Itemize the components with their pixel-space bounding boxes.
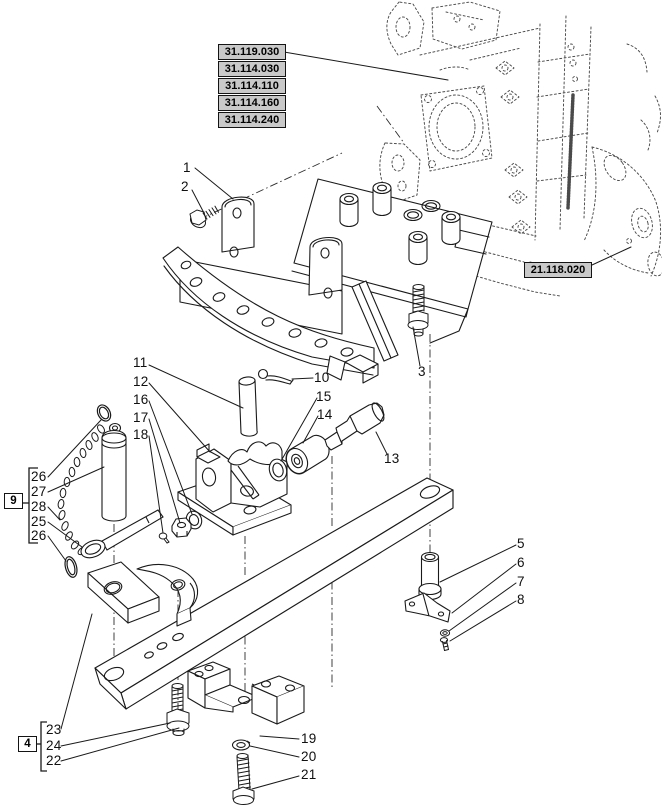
callout-24: 24 <box>46 738 62 753</box>
ref-box-31114160[interactable]: 31.114.160 <box>218 95 286 111</box>
part-14-bushing <box>285 434 330 475</box>
part-27-pin <box>101 422 127 522</box>
callout-21: 21 <box>301 767 317 782</box>
part-19-clamp-block <box>187 661 305 725</box>
part-12-hitch-bracket <box>177 441 292 536</box>
part-7-washer <box>439 629 451 637</box>
callout-26-top: 26 <box>31 469 47 484</box>
part-26-ring-bottom <box>64 556 78 578</box>
callout-2: 2 <box>181 179 189 194</box>
part-11-pin <box>238 376 258 437</box>
part-8-screw <box>439 637 449 651</box>
clevis-hitch <box>87 561 199 627</box>
part-18-screw <box>158 532 170 544</box>
callout-27: 27 <box>31 484 47 499</box>
callout-19: 19 <box>301 731 317 746</box>
ref-box-31114030[interactable]: 31.114.030 <box>218 61 286 77</box>
group-box-9[interactable]: 9 <box>4 493 23 509</box>
phantom-transmission-housing <box>379 1 662 297</box>
drawbar <box>94 477 454 710</box>
ref-box-31114240[interactable]: 31.114.240 <box>218 112 286 128</box>
callout-12: 12 <box>133 374 149 389</box>
part-1-support-bracket <box>162 178 493 384</box>
callout-5: 5 <box>517 536 525 551</box>
part-26-ring-top <box>96 404 112 422</box>
part-13-pin <box>324 402 385 451</box>
callout-11: 11 <box>133 355 148 370</box>
callout-22: 22 <box>46 753 62 768</box>
part-17-nut <box>171 517 192 538</box>
callout-13: 13 <box>384 451 400 466</box>
callout-20: 20 <box>301 749 317 764</box>
callout-17: 17 <box>133 410 149 425</box>
callout-16: 16 <box>133 392 149 407</box>
ref-box-21118020[interactable]: 21.118.020 <box>524 262 592 278</box>
ref-box-31114110[interactable]: 31.114.110 <box>218 78 286 94</box>
callout-14: 14 <box>317 407 333 422</box>
group-box-4[interactable]: 4 <box>18 736 37 752</box>
callout-6: 6 <box>517 555 525 570</box>
part-25-linch-pin <box>80 509 164 559</box>
part-28-chain <box>57 424 105 556</box>
center-lines <box>113 105 431 720</box>
callout-26-bottom: 26 <box>31 528 47 543</box>
leader-lines <box>47 51 632 790</box>
ref-box-31119030[interactable]: 31.119.030 <box>218 44 286 60</box>
part-5-pin <box>418 551 442 601</box>
part-10-clip <box>257 368 294 385</box>
part-20-lock-washer <box>231 739 251 751</box>
part-15-washer <box>268 458 288 482</box>
part-2-bolt <box>189 205 219 229</box>
callout-18: 18 <box>133 427 149 442</box>
callout-10: 10 <box>314 370 330 385</box>
callout-23: 23 <box>46 722 62 737</box>
part-21-bolt <box>232 753 255 805</box>
callout-3: 3 <box>418 364 426 379</box>
callout-7: 7 <box>517 574 525 589</box>
callout-28: 28 <box>31 499 47 514</box>
callout-8: 8 <box>517 592 525 607</box>
callout-1: 1 <box>183 160 191 175</box>
group-brackets <box>23 467 47 772</box>
callout-15: 15 <box>316 389 332 404</box>
part-22-bolt <box>166 683 190 736</box>
callout-25: 25 <box>31 514 47 529</box>
part-6-retainer-plate <box>404 592 451 623</box>
